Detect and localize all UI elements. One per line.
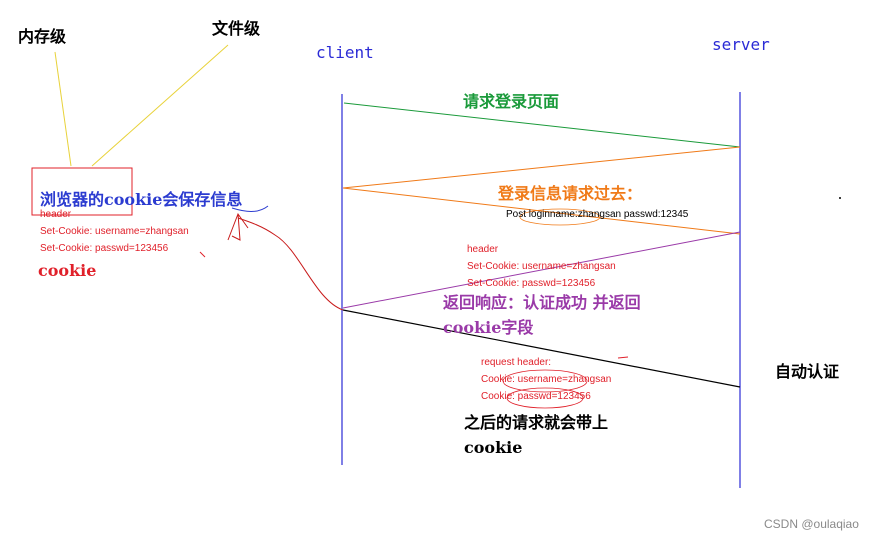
server-title: server xyxy=(712,35,770,54)
browser-cookie-box xyxy=(31,167,133,216)
later-request-arrow xyxy=(342,309,741,388)
auth-response-arrow xyxy=(342,231,741,309)
later-header-line: Cookie: username=zhangsan xyxy=(481,374,612,385)
response-header-line: header xyxy=(467,244,499,255)
send-login-label: 登录信息请求过去： xyxy=(498,184,643,203)
later-request-label: 之后的请求就会带上 xyxy=(464,413,609,432)
memory-level-label: 内存级 xyxy=(18,27,67,46)
file-level-pointer xyxy=(91,44,229,167)
response-label: 返回响应：认证成功 并返回 xyxy=(443,293,641,312)
client-title: client xyxy=(316,43,374,62)
request-login-label: 请求登录页面 xyxy=(463,92,560,111)
save-cookie-curve xyxy=(237,217,344,311)
later-request-cookie: cookie xyxy=(464,438,523,457)
stray-mark xyxy=(617,356,629,359)
later-header-line: request header: xyxy=(481,357,552,368)
stray-mark xyxy=(199,251,206,258)
scribble-circle xyxy=(519,208,601,226)
browser-header-line: header xyxy=(40,209,72,220)
send-login-arrow xyxy=(342,187,741,235)
browser-saves-label: 浏览器的cookie会保存信息 xyxy=(40,190,243,209)
auto-auth-label: 自动认证 xyxy=(775,362,840,381)
response-label-cookie: cookie字段 xyxy=(443,318,534,337)
login-page-response-arrow xyxy=(342,146,741,189)
blue-underline-scribble xyxy=(231,205,269,212)
save-cookie-arrowhead xyxy=(227,212,249,241)
scribble-circle xyxy=(506,387,584,409)
browser-cookie-line: Set-Cookie: passwd=123456 xyxy=(40,243,169,254)
cookie-label: cookie xyxy=(38,261,97,280)
memory-level-pointer xyxy=(54,51,72,167)
response-header-line: Set-Cookie: passwd=123456 xyxy=(467,278,596,289)
scribble-circle xyxy=(502,369,588,393)
later-header-line: Cookie: passwd=123456 xyxy=(481,391,591,402)
watermark: CSDN @oulaqiao xyxy=(764,517,859,531)
request-login-arrow xyxy=(343,102,741,148)
send-login-detail: Post loginname:zhangsan passwd:12345 xyxy=(506,209,689,220)
browser-cookie-line: Set-Cookie: username=zhangsan xyxy=(40,226,189,237)
response-header-line: Set-Cookie: username=zhangsan xyxy=(467,261,616,272)
stray-dot xyxy=(839,197,841,199)
file-level-label: 文件级 xyxy=(212,19,261,38)
